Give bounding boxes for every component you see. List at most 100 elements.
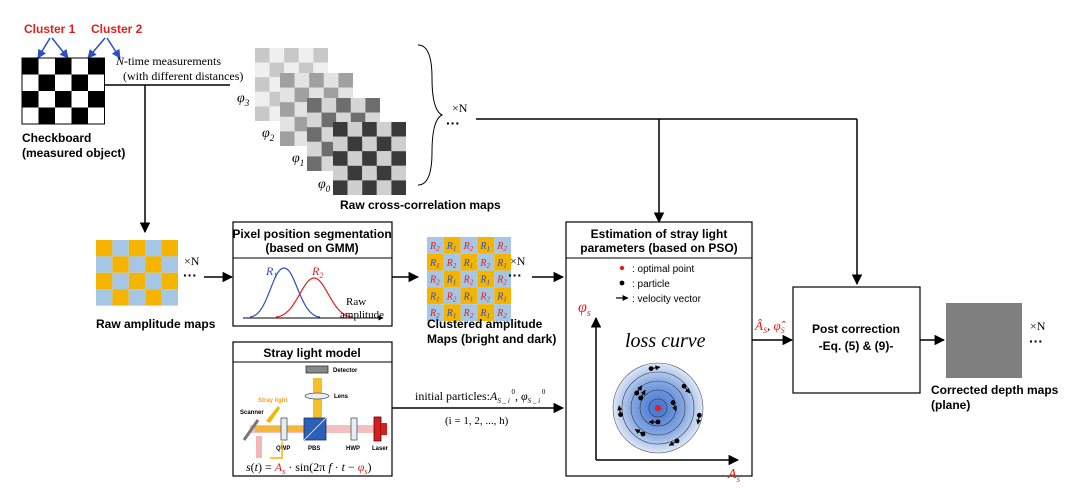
legend-optimal-label: : optimal point — [632, 264, 694, 275]
cluster-label: R2 — [479, 258, 490, 270]
clustered-cell — [460, 253, 478, 271]
amplitude-cell — [112, 289, 129, 306]
stray-title: Stray light model — [263, 346, 360, 360]
cluster-label: R2 — [429, 241, 440, 253]
correlation-cell — [255, 62, 270, 78]
clustered-cell — [460, 237, 478, 254]
cluster-label: R1 — [446, 275, 457, 287]
cluster-label: R2 — [463, 308, 474, 320]
amplitude-cell — [161, 256, 178, 273]
cluster-label: R2 — [496, 241, 507, 253]
checker-cell — [71, 58, 88, 75]
gmm-curve-r1 — [249, 267, 321, 318]
correlation-cell — [307, 98, 322, 113]
correlation-cell — [376, 165, 392, 181]
cluster-label: R1 — [429, 258, 440, 270]
clustered-cell — [477, 270, 495, 288]
optimal-point — [655, 405, 661, 411]
clustered-cell — [477, 237, 495, 254]
clustered-cell — [443, 270, 461, 288]
clustered-cell — [494, 304, 511, 321]
correlation-cell — [333, 165, 348, 181]
correlation-cell — [284, 48, 299, 63]
correlation-cell — [313, 48, 328, 63]
cluster2-arrow-a — [87, 37, 106, 59]
stray-arrow — [266, 406, 280, 423]
pso-box: Estimation of stray light parameters (ba… — [565, 221, 753, 484]
hwp-element — [350, 417, 358, 441]
cluster-label: R1 — [479, 275, 490, 287]
clustered-caption-2: Maps (bright and dark) — [427, 332, 556, 346]
checker-cell — [88, 107, 105, 124]
raw-amplitude-maps: ×N ··· Raw amplitude maps — [96, 240, 234, 331]
clustered-cell — [477, 304, 495, 321]
phi1-label: φ1 — [292, 151, 304, 168]
checkerboard: Cluster 1 Cluster 2 Checkboard (measured… — [21, 22, 143, 160]
correlation-cell — [362, 180, 377, 195]
scanner-mirror — [242, 419, 260, 441]
amplitude-cell — [128, 256, 146, 273]
top-connector — [476, 118, 863, 286]
correlation-cell — [255, 77, 270, 92]
phi2-label: φ2 — [262, 126, 275, 143]
correlation-cell — [307, 141, 322, 157]
checker-cell — [88, 74, 105, 91]
laser-label: Laser — [372, 446, 389, 452]
correlation-cell — [391, 151, 406, 166]
checkerboard-caption-1: Checkboard — [22, 131, 91, 145]
correlation-cell — [321, 156, 337, 171]
pso-output: ÂS, φ̂S — [752, 318, 794, 346]
velocity-vector — [650, 365, 661, 371]
clustered-cell — [443, 253, 461, 271]
correlation-cell — [307, 112, 322, 128]
correlation-cell — [298, 48, 314, 63]
clustered-cell — [494, 253, 511, 271]
velocity-vector — [636, 385, 643, 394]
correlation-cell — [321, 127, 337, 142]
correlation-cell — [280, 131, 295, 146]
stray-beam-vertical — [313, 378, 322, 429]
cluster-label: R2 — [446, 258, 457, 270]
amplitude-cell — [128, 240, 146, 257]
gmm-title-2: (based on GMM) — [265, 241, 358, 255]
legend-particle-label: : particle — [632, 279, 670, 290]
cluster-label: R2 — [463, 241, 474, 253]
pso-title-1: Estimation of stray light — [591, 227, 728, 241]
correlation-cell — [347, 151, 363, 166]
particle — [638, 395, 644, 401]
correlation-cell — [321, 98, 337, 113]
checker-cell — [71, 74, 88, 91]
velocity-vector — [668, 440, 678, 446]
amplitude-cell — [96, 272, 113, 290]
clustered-cell — [477, 287, 495, 305]
phi3-label: φ3 — [237, 91, 250, 108]
clustered-cell — [494, 237, 511, 254]
amp-ellipsis: ··· — [183, 267, 197, 283]
cluster-label: R1 — [446, 241, 457, 253]
checker-cell — [38, 74, 55, 91]
correlation-cell — [294, 102, 310, 117]
gmm-frame — [232, 221, 393, 327]
checker-cell — [71, 107, 88, 124]
clustered-cell — [427, 270, 444, 288]
correlation-cell — [347, 180, 363, 195]
corr-times-n: ×N — [452, 101, 468, 115]
correlation-cell — [280, 116, 295, 132]
lens-label: Lens — [334, 394, 349, 400]
correlation-stack — [255, 48, 406, 195]
gmm-box: Pixel position segmentation (based on GM… — [232, 221, 420, 327]
checker-cell — [38, 91, 55, 108]
amplitude-cell — [145, 256, 162, 273]
raw-correlation-maps: φ3 φ2 φ1 φ0 Raw cross-correlation maps ×… — [237, 44, 501, 212]
correlation-cell — [391, 180, 406, 195]
corrected-caption-2: (plane) — [931, 398, 970, 412]
checker-cell — [71, 91, 88, 108]
correlation-cell — [333, 122, 348, 137]
velocity-vector — [617, 405, 623, 415]
gmm-curve-r2 — [275, 277, 353, 318]
measurement-label-2: (with different distances) — [123, 69, 243, 83]
raw-correlation-caption: Raw cross-correlation maps — [340, 198, 501, 212]
amplitude-cell — [128, 289, 146, 306]
laser-element — [373, 416, 382, 442]
